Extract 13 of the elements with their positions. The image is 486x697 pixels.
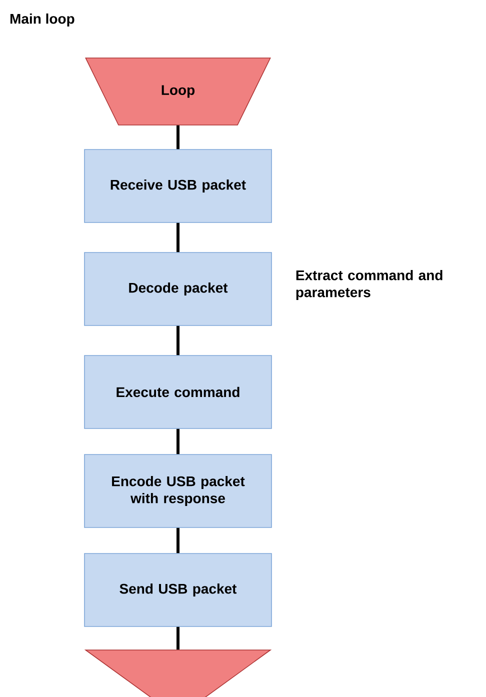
connector-line: [176, 326, 180, 356]
connector-line: [176, 125, 180, 150]
process-box: Decode packet: [84, 252, 272, 326]
connector-line: [176, 428, 180, 454]
process-box: Receive USB packet: [84, 149, 272, 223]
process-box: Send USB packet: [84, 553, 272, 627]
title: Main loop: [10, 13, 74, 27]
connector-line: [176, 222, 180, 252]
annotation: Extract command and parameters: [296, 270, 442, 300]
connector-line: [176, 626, 180, 650]
process-box: Encode USB packet with response: [84, 454, 272, 528]
process-box: Execute command: [84, 355, 272, 429]
connector-line: [176, 528, 180, 554]
